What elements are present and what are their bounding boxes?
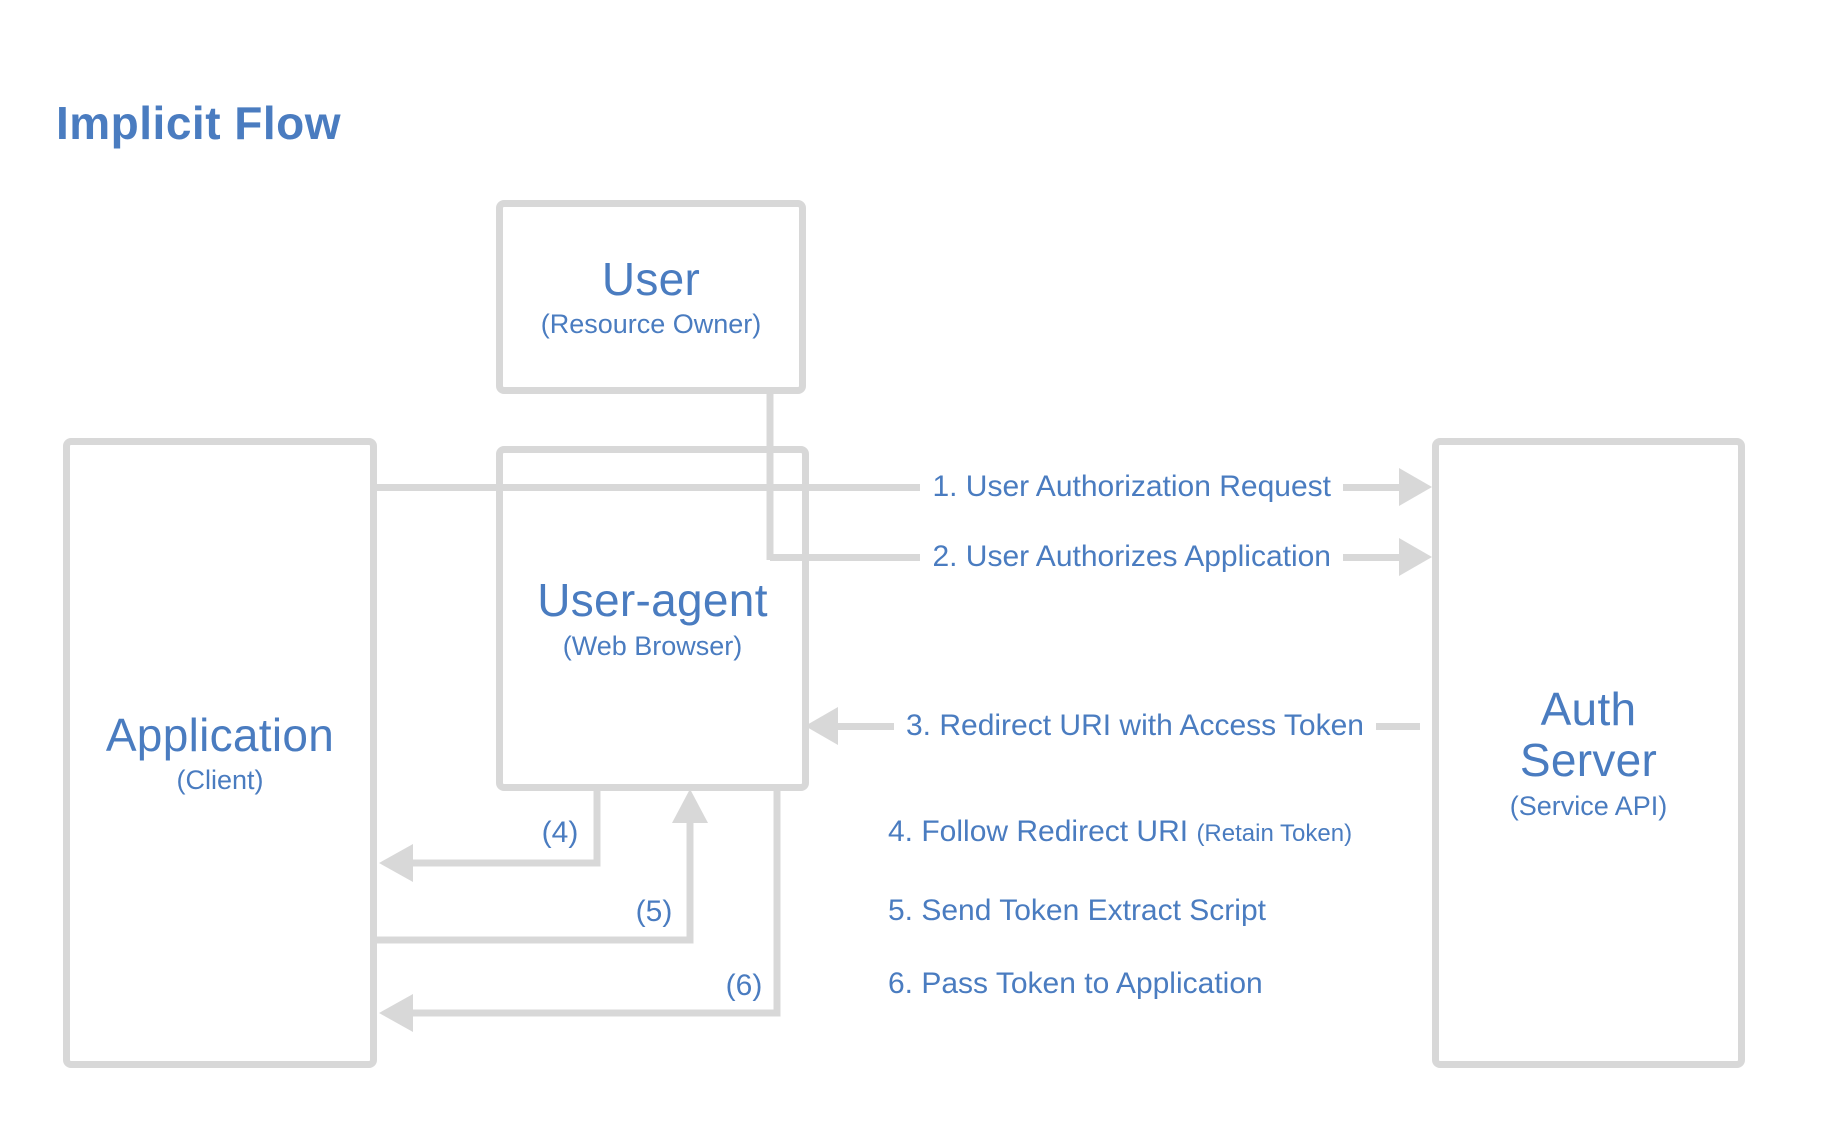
arrowhead-left-icon xyxy=(805,707,838,745)
connector-label-6: (6) xyxy=(725,969,763,1002)
step3-label: 3. Redirect URI with Access Token xyxy=(906,709,1364,742)
application-node-label: Application xyxy=(105,708,335,761)
step6-connector-line xyxy=(397,787,781,1017)
user-node-sublabel: (Resource Owner) xyxy=(540,309,762,340)
step6-arrowhead-left-icon xyxy=(379,994,413,1032)
auth-server-node-sublabel: (Service API) xyxy=(1509,790,1668,821)
step4-label-note: (Retain Token) xyxy=(1196,820,1353,847)
application-node-sublabel: (Client) xyxy=(176,765,264,796)
arrow-line xyxy=(838,722,894,730)
page-title: Implicit Flow xyxy=(56,97,342,149)
step6-label: 6. Pass Token to Application xyxy=(888,967,1263,1000)
step1-label: 1. User Authorization Request xyxy=(932,470,1331,503)
user-agent-node-label: User-agent xyxy=(537,574,768,627)
arrow-line xyxy=(1343,553,1399,561)
arrowhead-right-icon xyxy=(1399,538,1432,576)
user-node: User (Resource Owner) xyxy=(496,200,806,394)
user-agent-node: User-agent (Web Browser) xyxy=(496,446,809,791)
step4-label: 4. Follow Redirect URI (Retain Token) xyxy=(888,814,1352,852)
step1-arrow-row: 1. User Authorization Request xyxy=(375,465,1432,509)
user-agent-node-sublabel: (Web Browser) xyxy=(562,630,743,661)
auth-server-node-label-line1: Auth xyxy=(1540,682,1637,735)
step4-arrowhead-left-icon xyxy=(379,844,413,882)
step4-label-text: 4. Follow Redirect URI xyxy=(888,815,1189,848)
arrowhead-right-icon xyxy=(1399,468,1432,506)
arrow-line xyxy=(375,483,921,491)
step3-arrow-row: 3. Redirect URI with Access Token xyxy=(805,704,1420,748)
step2-label: 2. User Authorizes Application xyxy=(932,540,1331,573)
arrow-line xyxy=(1343,483,1399,491)
application-node: Application (Client) xyxy=(63,438,377,1068)
connector-label-4: (4) xyxy=(541,816,579,849)
auth-server-node-label-line2: Server xyxy=(1519,734,1658,787)
arrow-line xyxy=(1375,722,1420,730)
step2-arrow-row: 2. User Authorizes Application xyxy=(770,535,1432,579)
user-node-label: User xyxy=(601,252,701,305)
auth-server-node: Auth Server (Service API) xyxy=(1432,438,1745,1068)
arrow-line xyxy=(770,553,921,561)
step5-arrowhead-up-icon xyxy=(672,789,708,823)
step5-label: 5. Send Token Extract Script xyxy=(888,894,1266,927)
connector-label-5: (5) xyxy=(635,895,673,928)
